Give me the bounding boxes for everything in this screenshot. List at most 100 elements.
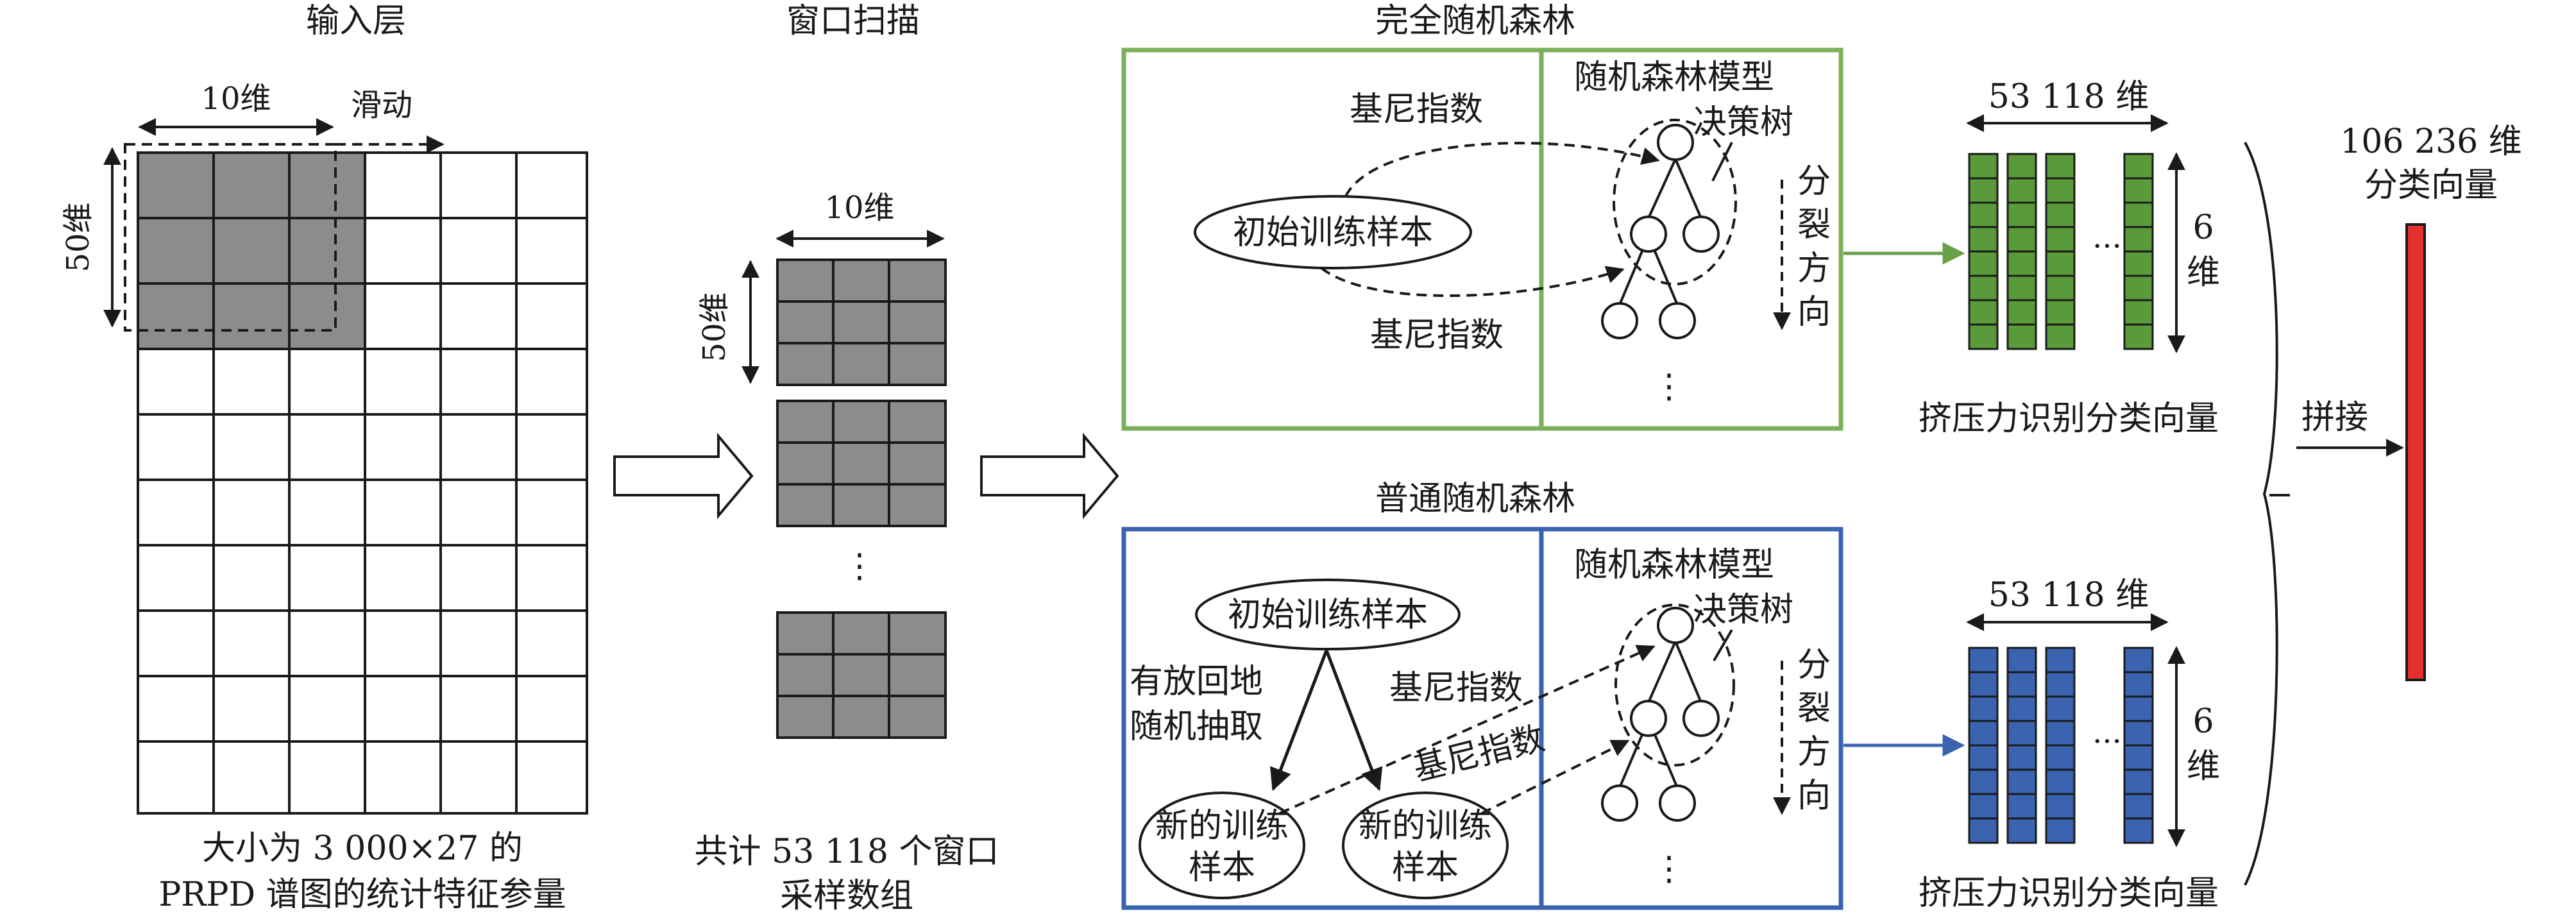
bottom-dim-label: 53 118 维	[1988, 576, 2149, 614]
scan-width-label: 10维	[824, 190, 894, 226]
top-vector-cell	[2123, 177, 2154, 204]
normal-gini-1: 基尼指数	[1389, 669, 1523, 707]
complete-split-char-1: 分	[1797, 162, 1831, 201]
bottom-vector-cell	[2006, 720, 2037, 747]
flow-arrow-2	[980, 432, 1119, 520]
bottom-vector-cell	[2123, 720, 2154, 747]
scan-ellipsis: ⋮	[843, 547, 876, 586]
normal-gini-arrow-1	[1279, 645, 1656, 815]
bottom-vector-cell	[2006, 647, 2037, 673]
top-vector-cell	[2045, 226, 2076, 253]
normal-rf: 普通随机森林 初始训练样本 有放回地 随机抽取 基尼指数 基尼指数 新的训练 样…	[1121, 480, 1843, 910]
top-vector-column-1	[1968, 153, 1999, 350]
top-vector-column-4	[2123, 153, 2154, 350]
top-six-label: 6	[2192, 208, 2214, 247]
complete-tree	[1601, 124, 1720, 339]
input-width-label: 10维	[201, 81, 271, 117]
top-caption: 挤压力识别分类向量	[1919, 400, 2219, 438]
concat-result-line2: 分类向量	[2364, 166, 2498, 205]
bottom-vector-cell	[2045, 671, 2076, 698]
normal-sample-ellipse	[1195, 579, 1461, 650]
bottom-vector-cell	[1968, 720, 1999, 747]
scan-caption-line1: 共计 53 118 个窗口	[694, 833, 999, 871]
top-vector-cell	[2006, 275, 2037, 301]
concat-result-line1: 106 236 维	[2340, 123, 2522, 161]
complete-split-char-4: 向	[1797, 293, 1831, 332]
top-vector-cell	[2006, 177, 2037, 204]
top-vector-cell	[2123, 275, 2154, 301]
top-vector-cell	[2045, 177, 2076, 204]
normal-new-sample-1-line1: 新的训练	[1155, 807, 1289, 845]
top-wei-label: 维	[2187, 253, 2220, 292]
normal-tree-label: 决策树	[1693, 591, 1793, 629]
top-vector-cell	[1968, 275, 1999, 301]
top-vector-column-3	[2045, 153, 2076, 350]
top-vector-cell	[1968, 250, 1999, 277]
bottom-vector-cell	[2006, 793, 2037, 820]
input-window-shade	[138, 153, 365, 349]
complete-tree-ellipsis: ⋮	[1652, 368, 1686, 406]
bottom-vector-cell	[2006, 817, 2037, 844]
complete-gini-arrow-top	[1344, 142, 1660, 197]
concat-label: 拼接	[2301, 398, 2368, 437]
complete-tree-label: 决策树	[1693, 103, 1793, 142]
bottom-vector-cell	[2045, 720, 2076, 747]
bottom-vector-cell	[2045, 647, 2076, 673]
top-vector-cell	[2123, 201, 2154, 228]
bottom-six-label: 6	[2192, 702, 2214, 741]
top-vector-cell	[2045, 250, 2076, 277]
normal-split-char-2: 裂	[1797, 690, 1831, 728]
scan-block-1	[776, 258, 947, 386]
top-vector-cell	[2045, 299, 2076, 326]
top-dim-label: 53 118 维	[1988, 78, 2149, 116]
normal-gini-2: 基尼指数	[1410, 719, 1548, 789]
complete-split-char-2: 裂	[1797, 206, 1831, 244]
top-vector-cell	[1968, 299, 1999, 326]
bottom-vector-cell	[2123, 817, 2154, 844]
top-vector-cell	[2006, 201, 2037, 228]
normal-bootstrap-arrow-2	[1325, 650, 1383, 792]
complete-sample-label: 初始训练样本	[1233, 214, 1433, 252]
normal-tree-outline	[1614, 604, 1735, 766]
bottom-vector-column-2	[2006, 647, 2037, 844]
complete-rf: 完全随机森林 基尼指数 初始训练样本 基尼指数 随机森林模型 决策树 ⋮ 分 裂…	[1121, 2, 1843, 431]
bottom-vector-cell	[2123, 793, 2154, 820]
normal-tree-ellipsis: ⋮	[1652, 850, 1686, 888]
bottom-vector-columns	[1968, 647, 2154, 844]
bottom-vector-cell	[1968, 695, 1999, 722]
bottom-vector-cell	[2006, 671, 2037, 698]
input-height-label: 50维	[60, 202, 96, 272]
bottom-vector-cell	[2045, 768, 2076, 795]
scan-block-2	[776, 400, 947, 527]
scan-block-3	[776, 611, 947, 739]
complete-gini-top: 基尼指数	[1350, 90, 1483, 129]
concat-section: 拼接 106 236 维 分类向量	[2244, 123, 2522, 886]
vectors-top: 53 118 维 ··· 6 维 挤压力识别分类向量	[1919, 78, 2220, 438]
bottom-vector-cell	[2045, 744, 2076, 771]
normal-bootstrap-line1: 有放回地	[1130, 663, 1263, 701]
complete-rf-title: 完全随机森林	[1375, 2, 1575, 40]
top-vector-cell	[2123, 153, 2154, 180]
normal-new-sample-2-line1: 新的训练	[1359, 807, 1492, 845]
bottom-vector-cell	[1968, 744, 1999, 771]
scan-caption-line2: 采样数组	[780, 877, 913, 915]
input-caption-line1: 大小为 3 000×27 的	[202, 829, 523, 868]
bottom-vector-cell	[2006, 695, 2037, 722]
bottom-vector-cell	[1968, 647, 1999, 673]
normal-bootstrap-arrow-1	[1269, 650, 1328, 792]
bottom-vector-cell	[2123, 695, 2154, 722]
bottom-vector-cell	[2006, 768, 2037, 795]
complete-rf-box	[1121, 47, 1843, 431]
top-vector-cell	[2123, 323, 2154, 350]
top-vector-cell	[2006, 299, 2037, 326]
top-vector-cell	[2123, 250, 2154, 277]
top-vector-cell	[2045, 275, 2076, 301]
normal-new-sample-2	[1342, 792, 1509, 899]
input-slide-label: 滑动	[351, 87, 412, 123]
bottom-vector-column-3	[2045, 647, 2076, 844]
bottom-vector-cell	[1968, 768, 1999, 795]
bottom-caption: 挤压力识别分类向量	[1919, 874, 2219, 913]
complete-tree-outline	[1613, 119, 1737, 285]
